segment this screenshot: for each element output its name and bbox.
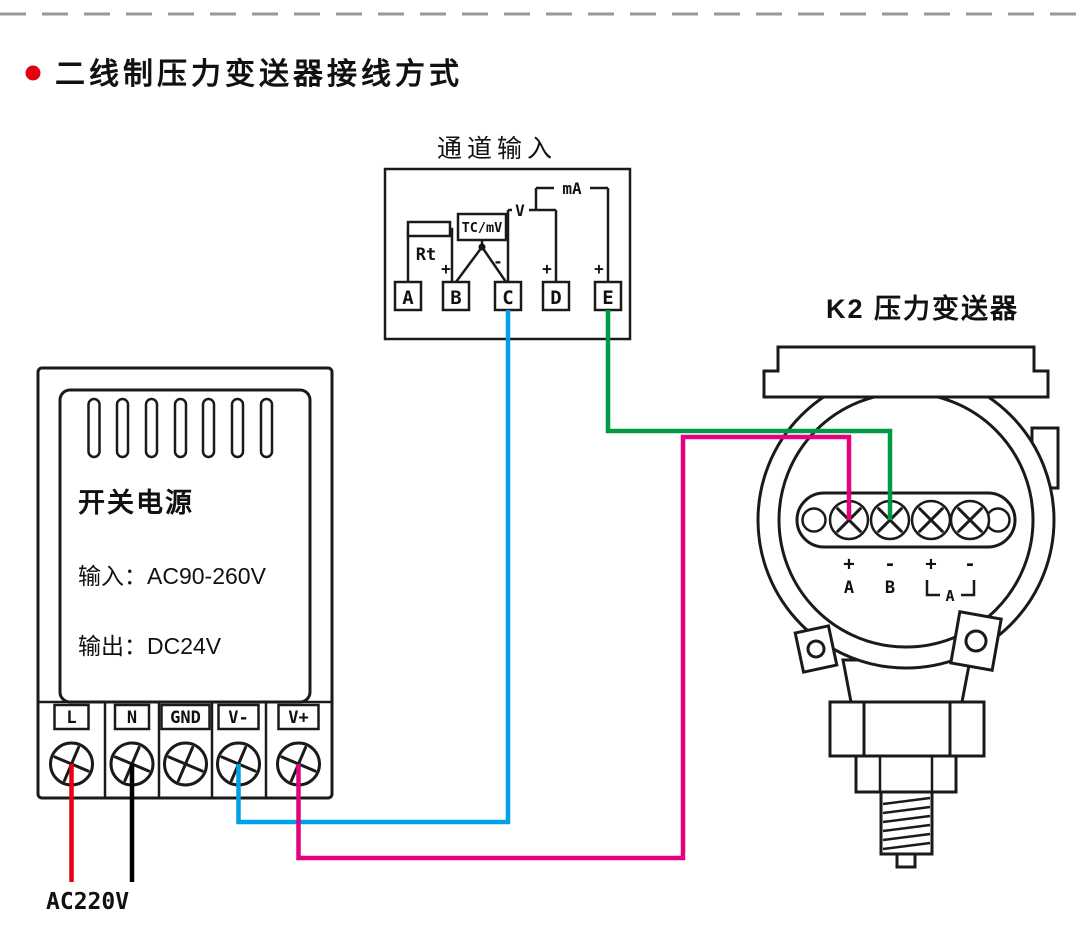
vent-slot bbox=[173, 397, 188, 459]
power-supply-input-spec: 输入：AC90-260V bbox=[78, 563, 267, 589]
thread-line bbox=[882, 832, 931, 842]
process-connection bbox=[828, 700, 986, 869]
hex-nut-small bbox=[854, 754, 958, 794]
terminal-l-box bbox=[53, 703, 90, 731]
v-range-bracket: V bbox=[506, 201, 558, 282]
rt-lead-right bbox=[450, 227, 454, 283]
bracket-a-label: A bbox=[945, 587, 954, 605]
hex-nut-large bbox=[828, 700, 986, 758]
wire-magenta-vplus-to-transmitter-a bbox=[296, 434, 852, 861]
pressure-transmitter: K2 压力变送器 bbox=[756, 293, 1060, 869]
page-title-text: 二线制压力变送器接线方式 bbox=[55, 57, 463, 91]
wire-blue-c-to-vminus bbox=[236, 310, 511, 825]
terminal-a-label: A bbox=[402, 287, 414, 309]
vent-slot bbox=[144, 397, 159, 459]
mark-minus-b: - bbox=[884, 553, 895, 575]
terminal-a-box bbox=[393, 280, 423, 312]
mark-plus-a: + bbox=[843, 553, 854, 575]
transmitter-terminal-strip bbox=[795, 491, 1017, 549]
power-supply-name: 开关电源 bbox=[78, 488, 194, 518]
ma-label: mA bbox=[562, 179, 582, 198]
transmitter-label: K2 压力变送器 bbox=[826, 293, 1019, 324]
vent-slot bbox=[87, 397, 101, 459]
polarity-plus-b: + bbox=[441, 259, 451, 278]
channel-terminals: A B C D E bbox=[393, 280, 623, 312]
terminal-c-label: C bbox=[502, 287, 513, 309]
polarity-minus-c: - bbox=[493, 252, 503, 271]
vent-slots bbox=[87, 397, 274, 459]
vent-slot bbox=[201, 397, 216, 459]
rt-label: Rt bbox=[416, 245, 436, 265]
wire-green-e-to-transmitter-b bbox=[605, 310, 893, 520]
terminal-e-label: E bbox=[602, 287, 613, 309]
bracket-right bbox=[961, 580, 976, 597]
mark-plus-2: + bbox=[925, 553, 936, 575]
terminal-vminus-box bbox=[217, 703, 260, 731]
polarity-plus-e: + bbox=[594, 259, 604, 278]
tcmv-lead-c bbox=[480, 246, 508, 283]
terminal-n-label: N bbox=[127, 708, 137, 728]
letter-a: A bbox=[844, 578, 854, 598]
terminal-gnd-box bbox=[160, 703, 211, 731]
bracket-left bbox=[925, 580, 940, 597]
terminal-c-box bbox=[493, 280, 523, 312]
thread-line bbox=[882, 805, 931, 815]
tcmv-branch: TC/mV bbox=[454, 212, 508, 283]
polarity-plus-d: + bbox=[542, 259, 552, 278]
thread-line bbox=[882, 823, 931, 833]
tcmv-label: TC/mV bbox=[462, 220, 503, 236]
transmitter-screw-4 bbox=[949, 499, 991, 541]
ma-range-bracket: mA bbox=[534, 179, 610, 282]
terminal-n-box bbox=[113, 703, 151, 731]
letter-b: B bbox=[885, 578, 895, 598]
terminal-l-label: L bbox=[66, 708, 76, 728]
thread-line bbox=[882, 841, 931, 851]
tcmv-box bbox=[456, 212, 508, 242]
stem-tip bbox=[895, 852, 917, 869]
bracket-a: A bbox=[925, 580, 976, 605]
title-bullet-icon bbox=[25, 65, 41, 81]
terminal-vplus-label: V+ bbox=[288, 708, 308, 728]
wires bbox=[69, 310, 893, 882]
terminal-b-label: B bbox=[450, 287, 461, 309]
page-title: 二线制压力变送器接线方式 bbox=[25, 57, 463, 91]
vent-slot bbox=[115, 397, 130, 459]
terminal-vminus-label: V- bbox=[228, 708, 248, 728]
top-cap bbox=[762, 345, 1050, 399]
channel-input-label: 通道输入 bbox=[437, 135, 557, 163]
thread-lines bbox=[882, 796, 931, 851]
channel-input-module: 通道输入 Rt TC/mV V bbox=[383, 135, 632, 341]
cover-clamp-right bbox=[949, 610, 1003, 672]
power-terminal-strip: L N GND V- V+ bbox=[38, 700, 332, 798]
cover-clamp-left bbox=[793, 624, 839, 674]
ac-source-label: AC220V bbox=[46, 889, 129, 915]
terminal-b-box bbox=[441, 280, 471, 312]
rt-branch: Rt bbox=[406, 220, 454, 283]
v-label: V bbox=[515, 201, 525, 220]
rt-resistor-symbol bbox=[406, 220, 452, 238]
thread-line bbox=[882, 814, 931, 824]
tcmv-lead-b bbox=[454, 246, 484, 283]
power-supply-output-spec: 输出：DC24V bbox=[78, 633, 222, 659]
terminal-d-box bbox=[541, 280, 571, 312]
power-supply-module: 开关电源 输入：AC90-260V 输出：DC24V L N GND V- V+ bbox=[36, 366, 334, 800]
terminal-vplus-box bbox=[277, 703, 320, 731]
terminal-gnd-label: GND bbox=[170, 708, 201, 728]
vent-slot bbox=[230, 397, 245, 459]
strip-end-hole-left bbox=[801, 507, 827, 533]
mark-minus-2: - bbox=[964, 553, 975, 575]
thread-line bbox=[882, 796, 931, 806]
screw-gnd bbox=[163, 741, 208, 787]
terminal-d-label: D bbox=[550, 287, 561, 309]
vent-slot bbox=[259, 397, 274, 459]
